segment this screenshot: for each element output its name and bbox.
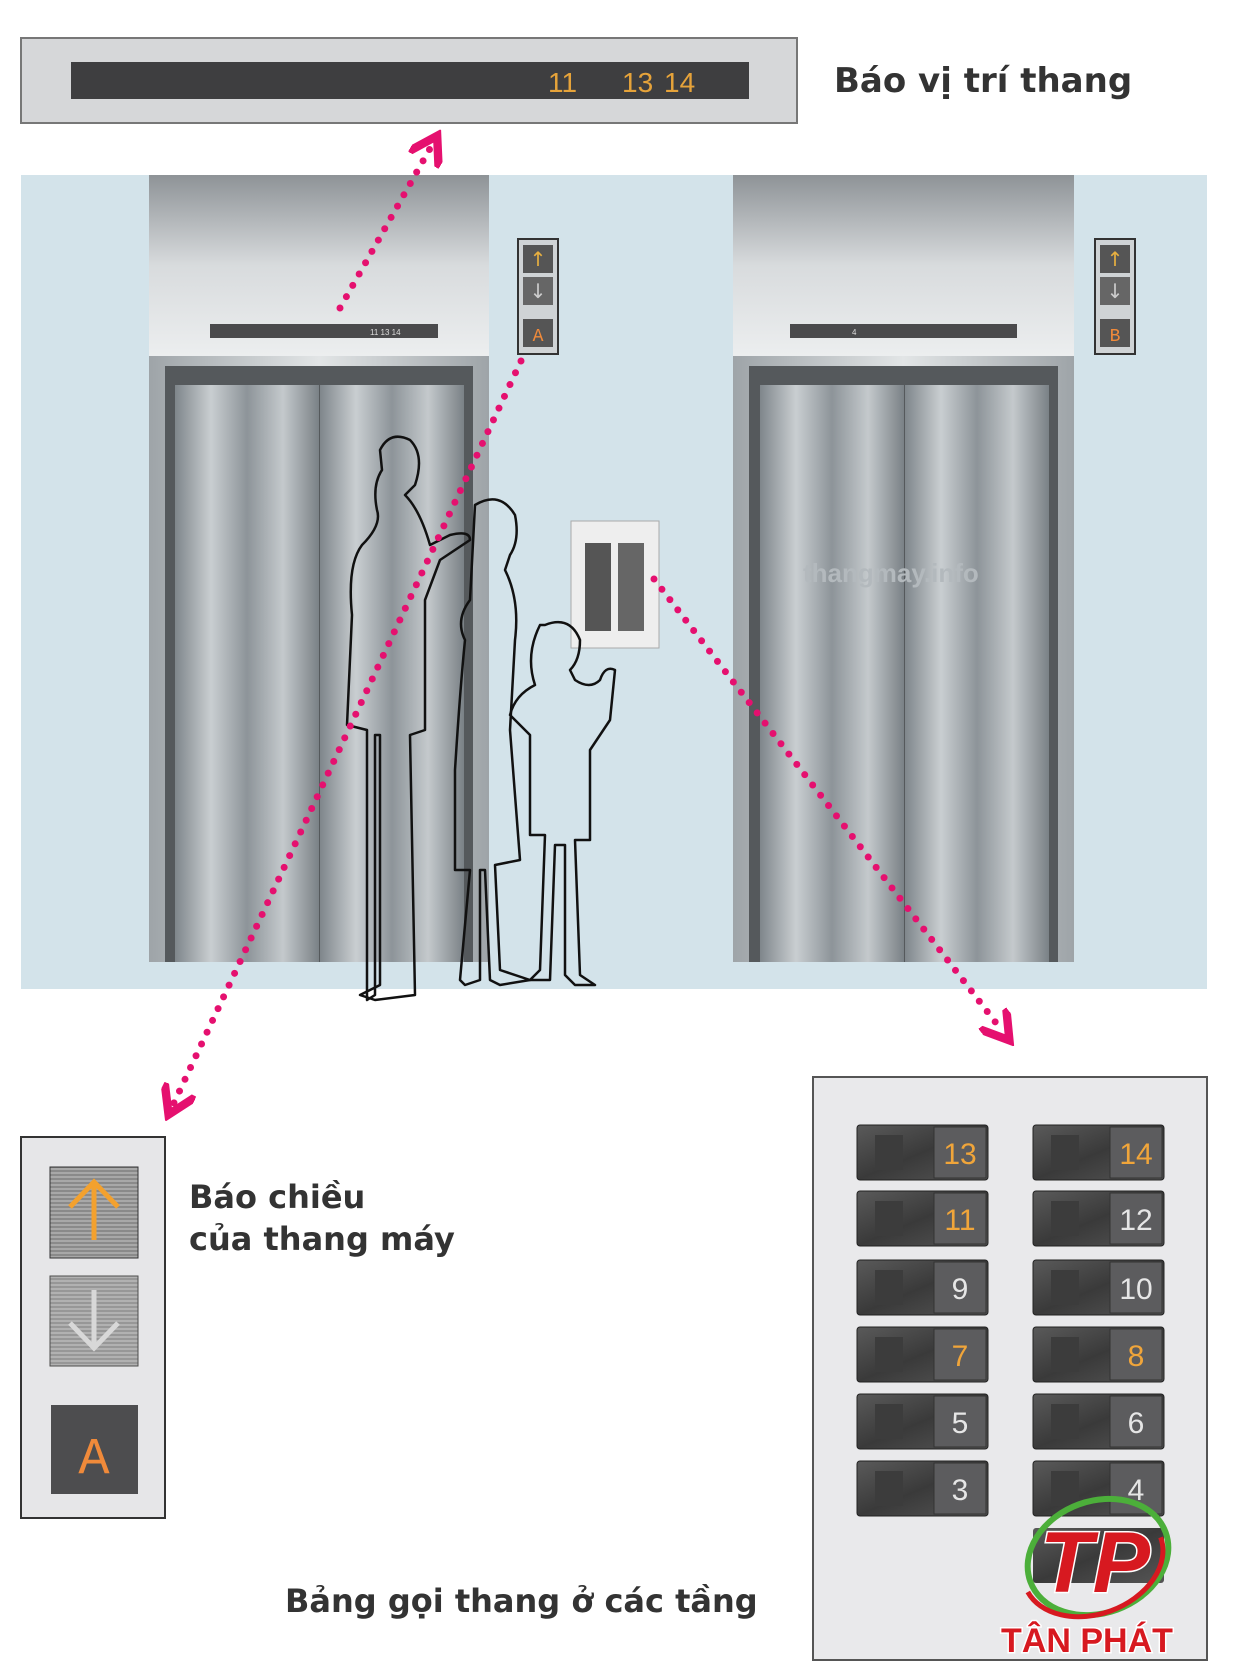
call-button-floor-8[interactable]: 8 [1032, 1326, 1165, 1383]
call-button-floor-13[interactable]: 13 [856, 1124, 989, 1181]
watermark: thangmay.info [803, 558, 979, 588]
call-button-lamp [875, 1201, 903, 1236]
call-button-cap[interactable] [1109, 1261, 1163, 1314]
floor-14-display: 14 [664, 67, 695, 98]
up-arrow-icon: ↑ [530, 247, 547, 271]
elevator-b-floor-display [790, 324, 1017, 338]
call-button-lamp [875, 1270, 903, 1305]
call-button-lamp [1051, 1337, 1079, 1372]
elevator-b-door-left [760, 385, 904, 962]
call-button-label: 12 [1119, 1204, 1152, 1237]
direction-indicator-label-line1: Báo chiều [189, 1178, 365, 1216]
call-buttons: 13 14 11 12 9 10 7 8 5 6 3 4 [856, 1124, 1165, 1517]
call-button-label: 6 [1128, 1407, 1145, 1440]
call-button-cap[interactable] [933, 1395, 987, 1448]
elevator-a: 11 13 14 [149, 175, 489, 962]
tan-phat-logo: TP TÂN PHÁT [1000, 1495, 1175, 1662]
call-button-lamp [875, 1471, 903, 1506]
people-silhouettes [345, 435, 617, 1002]
call-button-label: 5 [952, 1407, 969, 1440]
hall-lantern-b: ↑ ↓ B [1094, 238, 1136, 355]
car-letter-b: B [1110, 327, 1121, 347]
call-button-cap[interactable] [1109, 1126, 1163, 1179]
call-button-label: 14 [1119, 1138, 1152, 1171]
pointer-lines [173, 145, 1003, 1105]
up-arrow-icon: ↑ [1107, 247, 1124, 271]
call-button-lamp [1051, 1270, 1079, 1305]
call-button-lamp [875, 1404, 903, 1439]
direction-indicator-label-line2: của thang máy [189, 1220, 455, 1258]
elevator-a-door-left [175, 385, 319, 962]
elevator-a-floor-text: 11 13 14 [370, 328, 401, 337]
hall-lantern-a: ↑ ↓ A [517, 238, 559, 355]
elevator-b: 4 thangmay.info [733, 175, 1074, 962]
up-arrow-icon [68, 1178, 120, 1240]
call-button-label: 4 [1128, 1474, 1145, 1507]
wall-call-panel[interactable] [570, 520, 660, 649]
call-button-cap[interactable] [933, 1328, 987, 1381]
call-button-lamp [1051, 1404, 1079, 1439]
call-button-label: 7 [952, 1340, 969, 1373]
call-button-floor-5[interactable]: 5 [856, 1393, 989, 1450]
elevator-b-floor-text: 4 [852, 328, 857, 337]
call-button-cap[interactable] [1109, 1192, 1163, 1245]
call-button-floor-6[interactable]: 6 [1032, 1393, 1165, 1450]
down-arrow-icon [68, 1290, 120, 1352]
call-button-label: 10 [1119, 1273, 1152, 1306]
elevator-a-floor-display [210, 324, 438, 338]
call-button-label: 8 [1128, 1340, 1145, 1373]
call-button-floor-10[interactable]: 10 [1032, 1259, 1165, 1316]
call-button-floor-7[interactable]: 7 [856, 1326, 989, 1383]
car-letter: A [78, 1430, 110, 1489]
call-button-floor-11[interactable]: 11 [856, 1190, 989, 1247]
call-button-lamp [1051, 1201, 1079, 1236]
logo-name: TÂN PHÁT [1001, 1622, 1173, 1660]
position-indicator-panel: 11 13 14 [20, 37, 798, 124]
call-button-cap[interactable] [933, 1462, 987, 1515]
position-indicator-label: Báo vị trí thang [834, 61, 1132, 101]
call-button-label: 3 [952, 1474, 969, 1507]
car-letter-a: A [533, 327, 544, 347]
call-button-floor-9[interactable]: 9 [856, 1259, 989, 1316]
call-button-lamp [1051, 1471, 1079, 1506]
down-arrow-icon: ↓ [530, 279, 547, 303]
call-panel-label: Bảng gọi thang ở các tầng [285, 1582, 758, 1620]
call-button-cap[interactable] [1109, 1395, 1163, 1448]
call-button-floor-14[interactable]: 14 [1032, 1124, 1165, 1181]
call-button-label: 9 [952, 1273, 969, 1306]
floor-11-display: 11 [548, 67, 577, 98]
down-arrow-icon: ↓ [1107, 279, 1124, 303]
call-button-cap[interactable] [933, 1261, 987, 1314]
elevator-a-door-right [320, 385, 464, 962]
call-button-floor-12[interactable]: 12 [1032, 1190, 1165, 1247]
call-button-cap[interactable] [933, 1192, 987, 1245]
direction-indicator-panel: A [20, 1136, 166, 1519]
car-letter-display [51, 1405, 138, 1494]
call-button-lamp [875, 1337, 903, 1372]
call-button-cap[interactable] [1109, 1328, 1163, 1381]
call-button-lamp [875, 1135, 903, 1170]
pointer-to-position-indicator [336, 145, 432, 312]
elevator-b-door-right [905, 385, 1049, 962]
call-button-label: 13 [943, 1138, 976, 1171]
call-button-lamp [1051, 1135, 1079, 1170]
call-button-floor-3[interactable]: 3 [856, 1460, 989, 1517]
call-button-cap[interactable] [933, 1126, 987, 1179]
logo-initials: TP [1040, 1515, 1151, 1611]
call-button-label: 11 [944, 1204, 975, 1237]
hidden-call-button[interactable] [1033, 1528, 1164, 1583]
pointer-to-call-panel [650, 575, 1003, 1032]
floor-13-display: 13 [622, 67, 653, 98]
